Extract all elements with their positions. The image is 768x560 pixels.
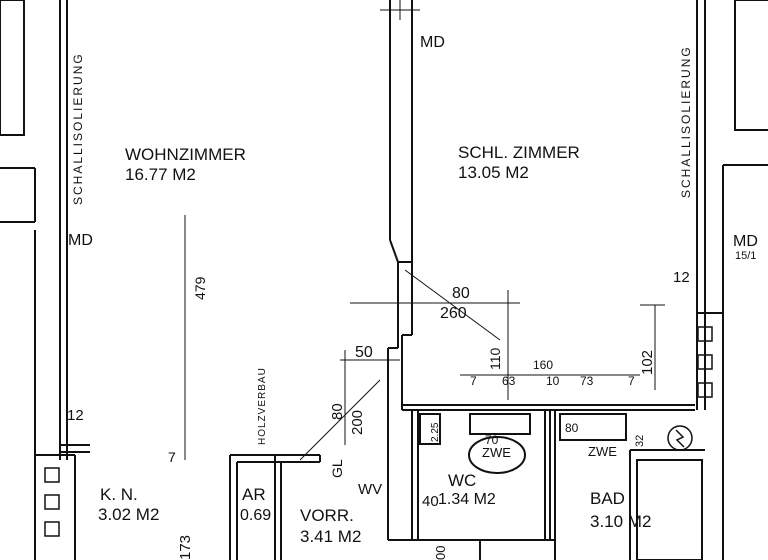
electrical-icon [667,425,693,451]
md-top-label: MD [420,34,445,51]
room-vorraum-name: VORR. [300,506,354,525]
room-ar-area: 0.69 [240,507,271,524]
dim-7: 7 [168,449,176,465]
dim-102: 102 [639,350,656,375]
room-bad-name: BAD [590,489,625,508]
dim-173: 173 [177,535,194,560]
left-wall [0,0,90,560]
lower-rooms [229,410,705,560]
schallisolierung-right: SCHALLISOLIERUNG [679,45,693,198]
dim-260: 260 [440,305,467,322]
room-kueche-name: K. N. [100,485,138,504]
dim-73: 73 [580,374,594,388]
room-wc-area: 1.34 M2 [438,491,496,508]
dim-110: 110 [487,347,503,370]
right-wall [696,0,768,560]
room-schlafzimmer-area: 13.05 M2 [458,163,529,182]
schallisolierung-left: SCHALLISOLIERUNG [71,52,85,205]
dim-12-right: 12 [673,269,690,286]
room-wc-name: WC [448,471,476,490]
central-wall [387,0,695,540]
zwe-wc-label: ZWE [482,445,511,460]
md-right-sublabel: 15/1 [735,250,756,262]
dim-80a: 80 [452,285,470,302]
dim-00: 00 [433,546,448,560]
room-vorraum-area: 3.41 M2 [300,527,361,546]
room-bad-area: 3.10 M2 [590,512,651,531]
zwe-bad-label: ZWE [588,444,617,459]
dim-200: 200 [349,410,366,435]
gl-label: GL [329,459,345,478]
room-wohnzimmer-name: WOHNZIMMER [125,145,246,164]
dim-160: 160 [533,358,553,372]
dim-12-left: 12 [67,407,84,424]
dim-7c: 7 [628,374,635,388]
dim-70: 70 [485,433,499,447]
dim-10: 10 [546,374,560,388]
dim-80b: 80 [329,403,346,420]
dim-40: 40 [422,493,439,510]
dim-7b: 7 [470,374,477,388]
dim-225: 2.25 [430,422,441,442]
dim-32: 32 [634,435,646,447]
dimension-lines [184,0,665,461]
room-wohnzimmer-area: 16.77 M2 [125,165,196,184]
dim-479: 479 [192,276,208,300]
window-boxes [44,326,713,537]
room-schlafzimmer-name: SCHL. ZIMMER [458,143,580,162]
holzverbau-label: HOLZVERBAU [257,367,268,445]
dim-80c: 80 [565,421,579,435]
room-ar-name: AR [242,485,266,504]
room-kueche-area: 3.02 M2 [98,505,159,524]
dim-50: 50 [355,344,373,361]
md-right-label: MD [733,233,758,250]
md-left-label: MD [68,232,93,249]
dim-63: 63 [502,374,516,388]
wv-label: WV [358,481,382,498]
